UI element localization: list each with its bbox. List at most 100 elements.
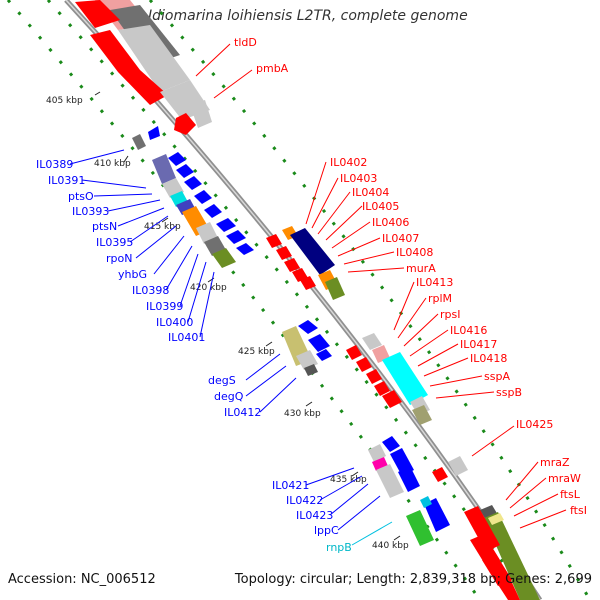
gene-label: rpsI bbox=[440, 308, 460, 321]
gene-label: rplM bbox=[428, 292, 452, 305]
gene-arrow bbox=[316, 349, 332, 361]
gene-label: yhbG bbox=[118, 268, 147, 281]
gene-arrow bbox=[374, 381, 390, 396]
kbp-label: 415 kbp bbox=[144, 222, 181, 232]
gene-label: IL0401 bbox=[168, 331, 205, 344]
gene-arrow bbox=[236, 243, 254, 255]
gene-label: IL0404 bbox=[352, 186, 389, 199]
gene-label: IL0418 bbox=[470, 352, 507, 365]
gene-arrow bbox=[495, 574, 520, 600]
gene-label: IL0402 bbox=[330, 156, 367, 169]
gene-label: IL0422 bbox=[286, 494, 323, 507]
gene-arrow bbox=[432, 467, 448, 482]
gene-label: IL0406 bbox=[372, 216, 409, 229]
gene-arrow bbox=[148, 126, 160, 140]
gene-label: IL0391 bbox=[48, 174, 85, 187]
gene-label: IL0403 bbox=[340, 172, 377, 185]
gene-block bbox=[118, 25, 190, 92]
right-gene-label-text: tldD pmbA IL0402 IL0403 IL0404 IL0405 IL… bbox=[234, 36, 587, 517]
gene-label: murA bbox=[406, 262, 436, 275]
gene-arrow bbox=[174, 113, 196, 135]
gene-arrow bbox=[382, 390, 402, 408]
gene-arrow bbox=[420, 496, 432, 508]
kbp-ticks: 405 kbp 410 kbp 415 kbp 420 kbp 425 kbp … bbox=[46, 91, 409, 551]
gene-block bbox=[368, 444, 386, 462]
gene-label: IL0398 bbox=[132, 284, 169, 297]
gene-label: degQ bbox=[214, 390, 244, 403]
gene-arrow bbox=[266, 234, 282, 248]
gene-label: ftsL bbox=[560, 488, 581, 501]
gene-arrow bbox=[226, 230, 246, 244]
gene-label: degS bbox=[208, 374, 236, 387]
gene-block bbox=[190, 100, 212, 128]
gene-label: mraW bbox=[548, 472, 581, 485]
gene-label: IL0417 bbox=[460, 338, 497, 351]
gene-arrow bbox=[382, 436, 400, 452]
map-title: Idiomarina loihiensis L2TR, complete gen… bbox=[148, 8, 468, 24]
gene-block bbox=[406, 510, 434, 546]
kbp-label: 435 kbp bbox=[330, 475, 367, 485]
gene-arrow bbox=[424, 498, 450, 532]
rnpB-leader bbox=[351, 521, 393, 546]
gene-block bbox=[484, 512, 540, 600]
gene-arrow bbox=[168, 152, 186, 166]
right-gene-labels bbox=[195, 43, 567, 529]
kbp-label: 420 kbp bbox=[190, 283, 227, 293]
gene-arrow bbox=[308, 334, 330, 352]
accession-text: Accession: NC_006512 bbox=[8, 572, 156, 587]
gene-label: rpoN bbox=[106, 252, 132, 265]
kbp-label: 405 kbp bbox=[46, 96, 83, 106]
gene-label: sspA bbox=[484, 370, 510, 383]
gene-block bbox=[382, 352, 428, 405]
gene-block bbox=[488, 513, 504, 525]
gene-label: IL0405 bbox=[362, 200, 399, 213]
kbp-label: 425 kbp bbox=[238, 347, 275, 357]
gene-block bbox=[304, 364, 318, 376]
gene-arrow bbox=[75, 0, 120, 28]
gene-label: IL0395 bbox=[96, 236, 133, 249]
gene-arrow bbox=[356, 357, 372, 372]
gene-label: mraZ bbox=[540, 456, 570, 469]
gene-label: IL0412 bbox=[224, 406, 261, 419]
gene-label: IL0421 bbox=[272, 479, 309, 492]
left-gene-labels bbox=[69, 149, 381, 531]
gene-label: IL0408 bbox=[396, 246, 433, 259]
gene-block bbox=[376, 464, 404, 498]
gene-block bbox=[290, 228, 335, 275]
gene-label: IL0400 bbox=[156, 316, 193, 329]
gene-arrow bbox=[90, 30, 168, 105]
gene-label: IL0425 bbox=[516, 418, 553, 431]
kbp-label: 430 kbp bbox=[284, 409, 321, 419]
reverse-strand-genes bbox=[132, 126, 450, 546]
gene-label: IL0413 bbox=[416, 276, 453, 289]
gene-block bbox=[412, 405, 432, 425]
forward-strand-genes bbox=[75, 0, 540, 600]
gene-block bbox=[448, 456, 468, 476]
gene-label: IL0407 bbox=[382, 232, 419, 245]
gene-arrow bbox=[276, 246, 292, 260]
gene-arrow bbox=[216, 218, 236, 232]
kbp-label: 410 kbp bbox=[94, 159, 131, 169]
left-gene-label-text: IL0389 IL0391 ptsO IL0393 ptsN IL0395 rp… bbox=[36, 158, 352, 554]
gene-arrow bbox=[184, 176, 202, 190]
gene-label: lppC bbox=[314, 524, 339, 537]
gene-label: IL0416 bbox=[450, 324, 487, 337]
gene-label: IL0389 bbox=[36, 158, 73, 171]
gene-label: ptsN bbox=[92, 220, 117, 233]
gene-block bbox=[212, 248, 236, 268]
gene-label: sspB bbox=[496, 386, 522, 399]
gene-arrow bbox=[346, 345, 362, 360]
gene-block bbox=[152, 154, 176, 184]
kbp-label: 440 kbp bbox=[372, 541, 409, 551]
gene-arrow bbox=[176, 164, 194, 178]
gene-label: pmbA bbox=[256, 62, 289, 75]
topology-text: Topology: circular; Length: 2,839,318 bp… bbox=[234, 572, 592, 587]
gene-arrow bbox=[298, 320, 318, 334]
gene-label: IL0393 bbox=[72, 205, 109, 218]
gene-arrow bbox=[464, 506, 500, 552]
gene-label: rnpB bbox=[326, 541, 352, 554]
gene-block bbox=[132, 134, 146, 150]
gene-block bbox=[325, 277, 345, 300]
gene-arrow bbox=[284, 258, 300, 272]
